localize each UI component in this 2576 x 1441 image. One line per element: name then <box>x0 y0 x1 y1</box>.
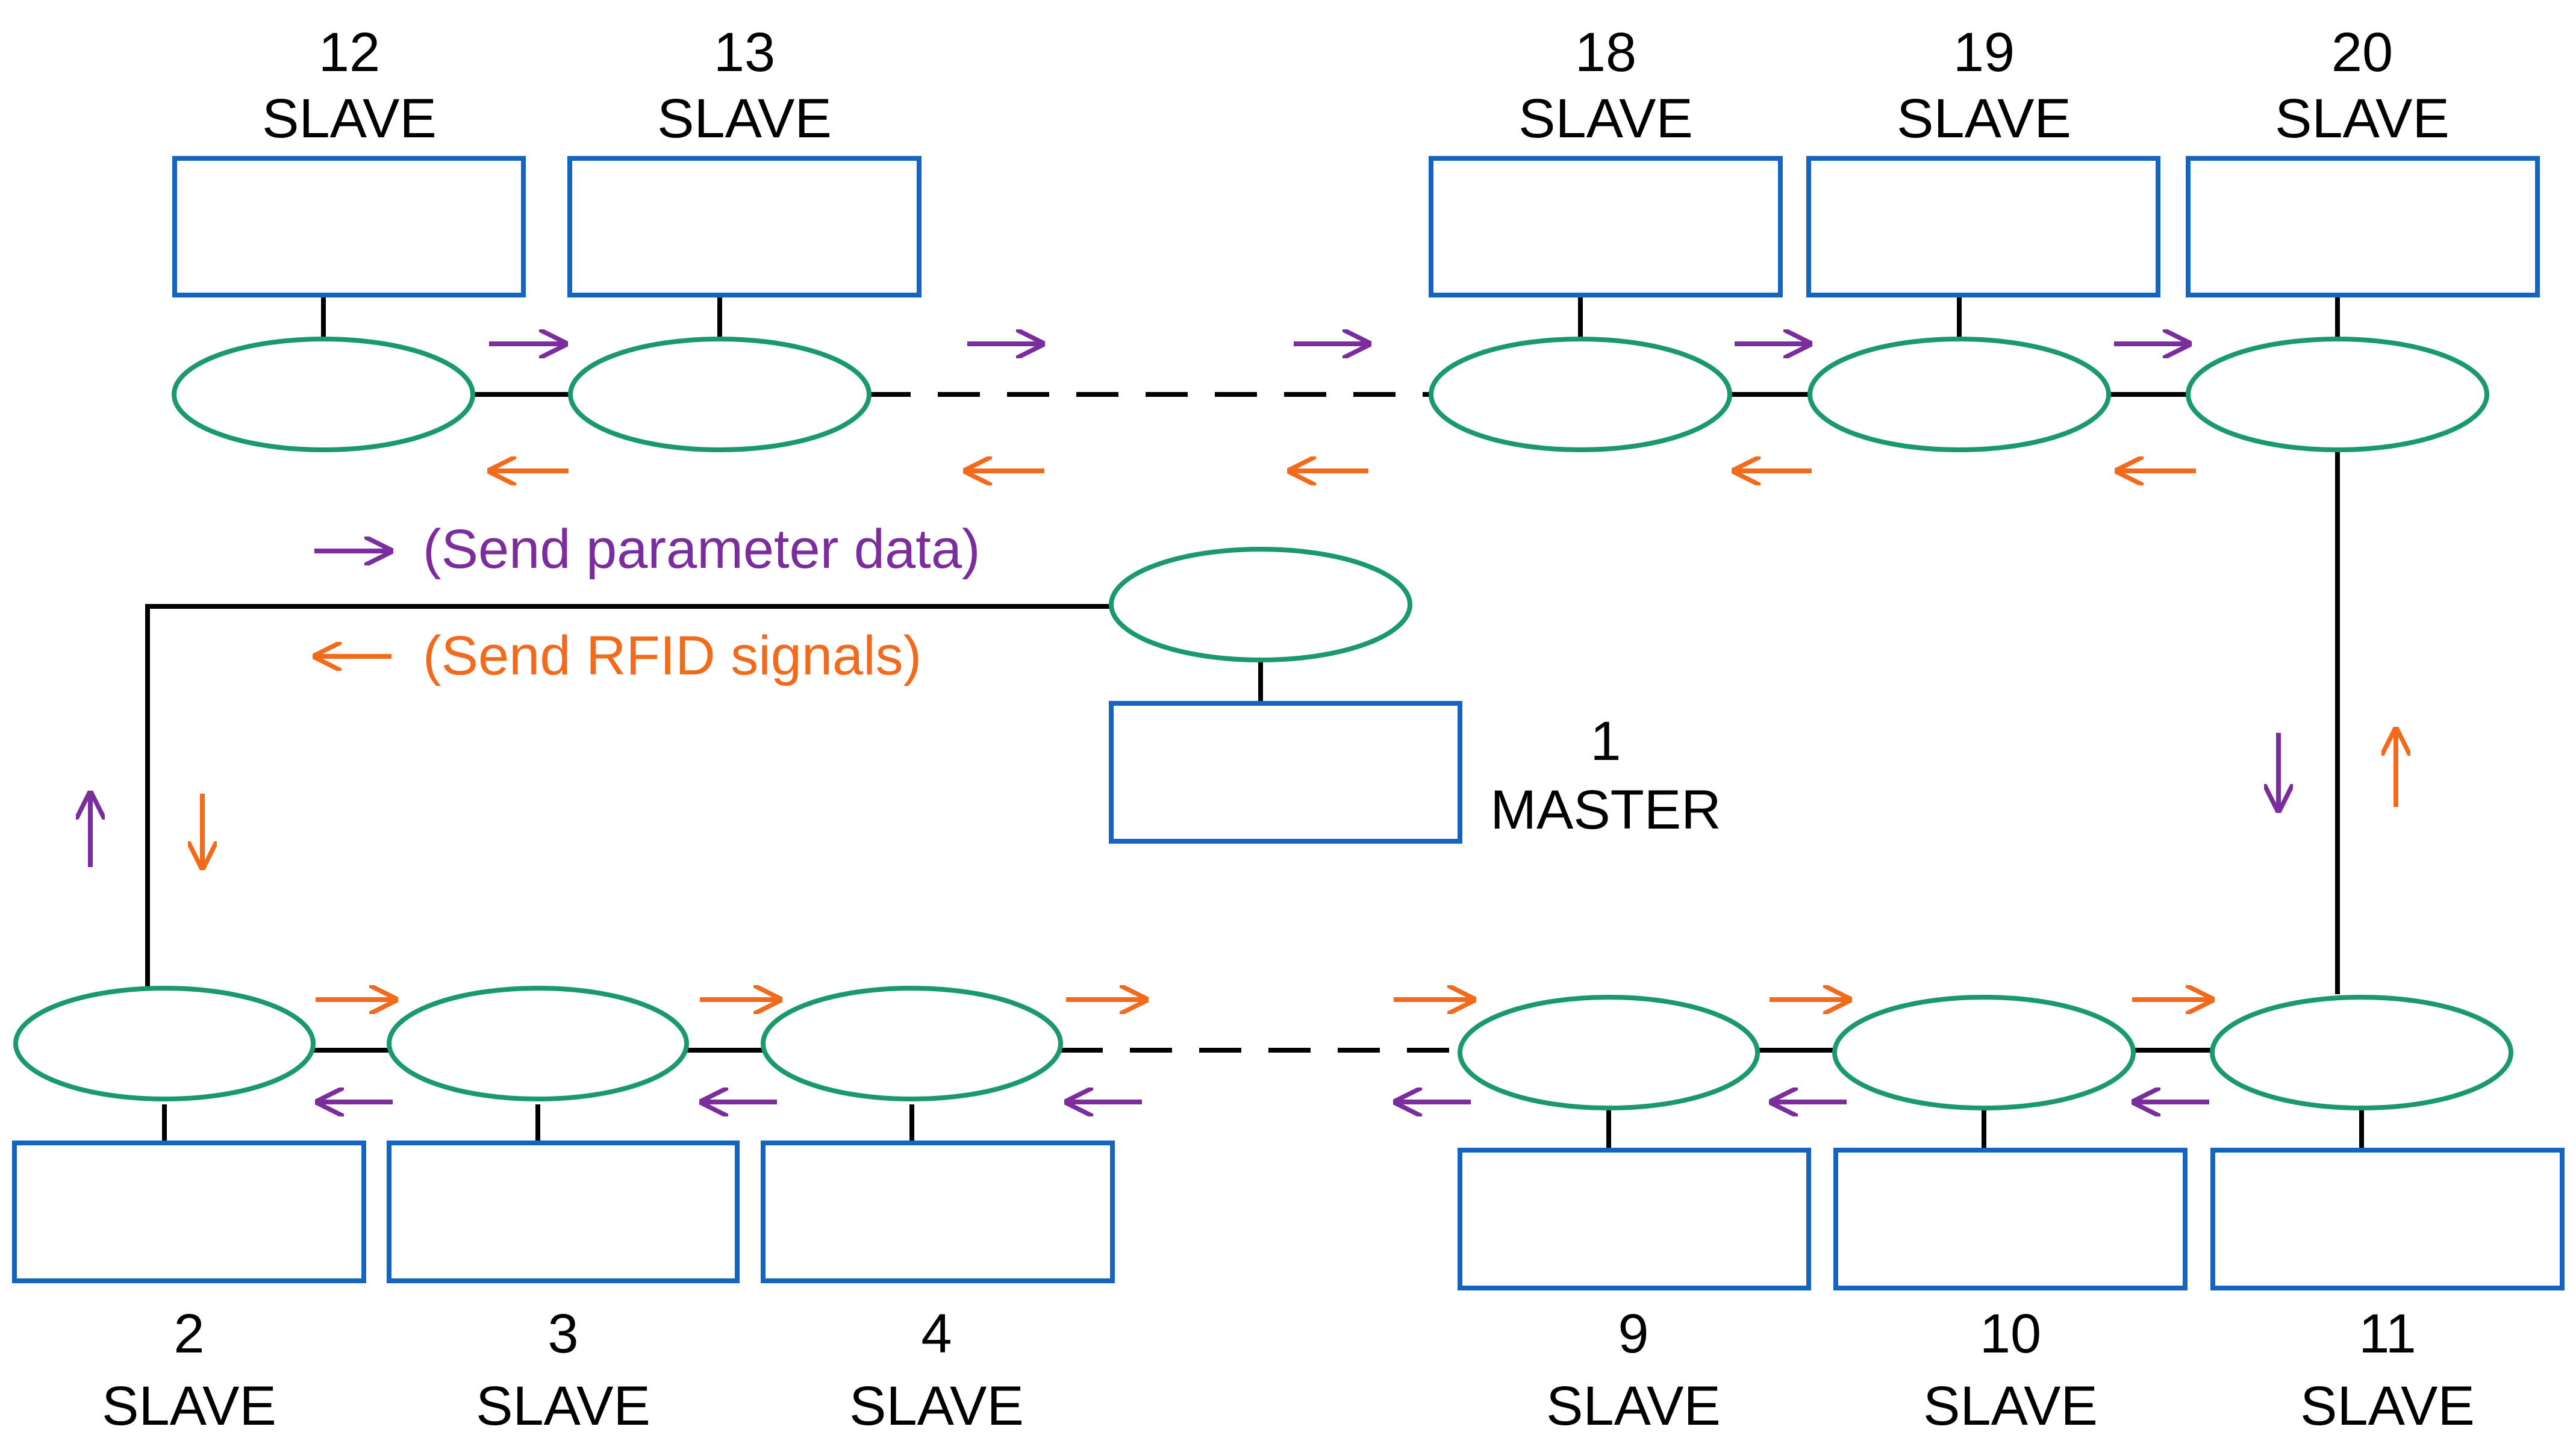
node-role-9: SLAVE <box>1546 1375 1721 1437</box>
node-ellipse-19 <box>1807 337 2111 452</box>
node-ellipse-9 <box>1458 995 1760 1110</box>
node-role-4: SLAVE <box>849 1375 1024 1437</box>
device-box-2 <box>12 1141 366 1283</box>
rfid-arrows <box>202 471 2396 1000</box>
node-ellipse-10 <box>1832 995 2136 1110</box>
node-ellipse-2 <box>13 986 316 1101</box>
node-ellipse-3 <box>387 986 689 1101</box>
node-role-20: SLAVE <box>2275 88 2450 149</box>
legend-rfid-text: (Send RFID signals) <box>423 625 922 686</box>
device-box-11 <box>2210 1148 2565 1290</box>
node-number-10: 10 <box>1980 1303 2041 1365</box>
node-role-1-master: MASTER <box>1490 779 1721 841</box>
device-boxes <box>12 156 2565 1290</box>
device-box-13 <box>567 156 922 297</box>
device-box-19 <box>1806 156 2160 297</box>
node-number-11: 11 <box>2359 1303 2416 1365</box>
node-number-3: 3 <box>547 1303 578 1365</box>
node-number-18: 18 <box>1575 22 1636 83</box>
device-box-10 <box>1833 1148 2188 1290</box>
node-labels: 12 SLAVE 13 SLAVE 18 SLAVE 19 SLAVE 20 S… <box>102 22 2475 1437</box>
node-ellipse-11 <box>2210 995 2513 1110</box>
node-number-4: 4 <box>921 1303 952 1365</box>
node-number-13: 13 <box>714 22 775 83</box>
node-ellipse-1-master <box>1109 547 1412 662</box>
node-number-9: 9 <box>1618 1303 1648 1365</box>
node-number-19: 19 <box>1953 22 2015 83</box>
device-box-20 <box>2186 156 2540 297</box>
network-nodes <box>13 337 2513 1110</box>
device-box-1-master <box>1109 701 1462 844</box>
node-ellipse-4 <box>761 986 1063 1101</box>
device-box-3 <box>387 1141 740 1283</box>
node-ellipse-13 <box>568 337 872 452</box>
bus-line <box>145 604 1112 989</box>
node-ellipse-12 <box>172 337 475 452</box>
legend: (Send parameter data) (Send RFID signals… <box>314 518 981 686</box>
legend-parameter-text: (Send parameter data) <box>423 518 981 580</box>
node-ellipse-20 <box>2186 337 2489 452</box>
node-role-2: SLAVE <box>102 1375 276 1437</box>
bus-lines <box>145 295 2364 1150</box>
device-box-9 <box>1458 1148 1811 1290</box>
node-role-11: SLAVE <box>2300 1375 2475 1437</box>
node-role-12: SLAVE <box>262 88 437 149</box>
parameter-arrows <box>90 344 2278 1102</box>
node-role-10: SLAVE <box>1923 1375 2098 1437</box>
node-role-19: SLAVE <box>1897 88 2071 149</box>
device-box-12 <box>172 156 526 297</box>
node-number-12: 12 <box>319 22 380 83</box>
node-number-1-master: 1 <box>1590 711 1621 772</box>
node-role-18: SLAVE <box>1518 88 1693 149</box>
node-ellipse-18 <box>1429 337 1732 452</box>
node-number-2: 2 <box>173 1303 204 1365</box>
device-box-18 <box>1429 156 1783 297</box>
device-box-4 <box>761 1141 1115 1283</box>
node-role-3: SLAVE <box>476 1375 650 1437</box>
node-role-13: SLAVE <box>657 88 832 149</box>
node-number-20: 20 <box>2331 22 2393 83</box>
